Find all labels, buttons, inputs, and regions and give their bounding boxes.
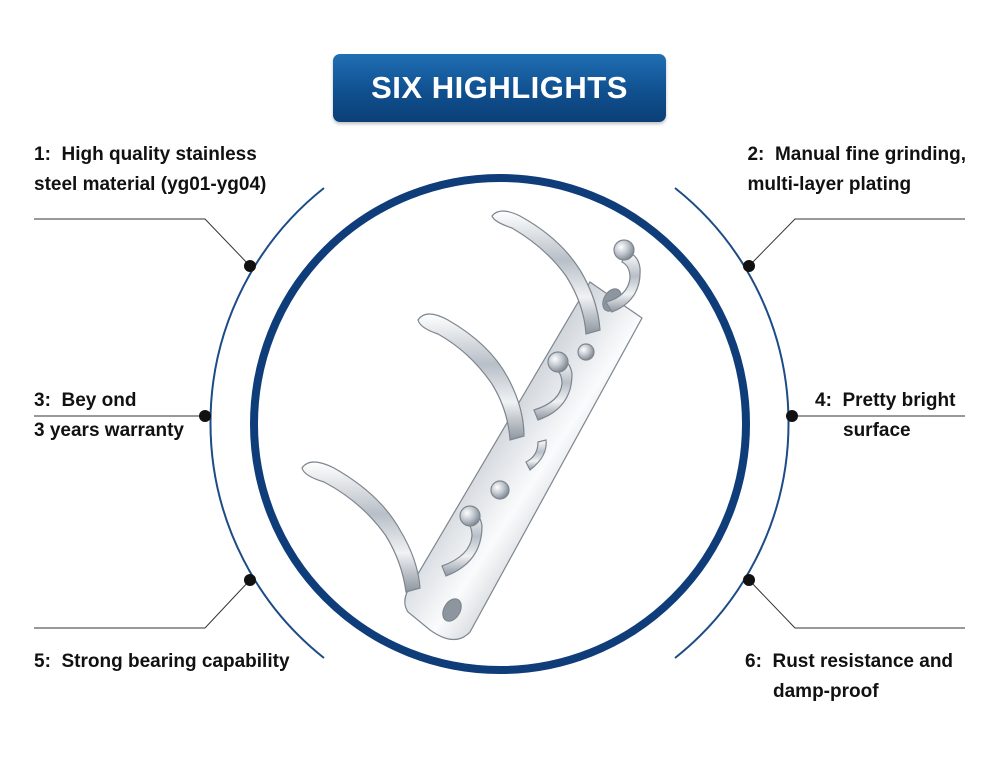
knob-middle	[547, 351, 569, 373]
knob-bottom	[459, 505, 481, 527]
highlight-2: 2: Manual fine grinding, multi-layer pla…	[747, 140, 966, 200]
outer-arcs	[209, 187, 790, 659]
highlight-1-number: 1:	[34, 144, 51, 165]
left-arc	[209, 187, 325, 659]
hook-accent	[525, 439, 547, 471]
highlight-5-line-1: Strong bearing capability	[61, 651, 290, 672]
highlight-5-number: 5:	[34, 651, 51, 672]
highlight-2-line-1: Manual fine grinding,	[774, 144, 966, 165]
highlight-4-line-2: surface	[843, 420, 911, 441]
leader-line-6	[748, 579, 965, 629]
highlight-6-number: 6:	[745, 651, 762, 672]
highlight-3-number: 3:	[34, 390, 51, 411]
leader-line-5	[34, 579, 251, 629]
knob-bottom-2	[490, 480, 510, 500]
hook-middle	[417, 313, 525, 441]
highlight-3: 3: Bey ond 3 years warranty	[34, 386, 184, 446]
dot-1	[244, 260, 256, 272]
hook-top	[491, 210, 601, 335]
leader-line-2	[748, 218, 965, 267]
hook-top-back	[605, 251, 641, 313]
knob-middle-2	[577, 343, 595, 361]
highlight-4: 4: Pretty bright surface	[815, 386, 955, 446]
connector-dots	[199, 260, 798, 586]
highlight-4-number: 4:	[815, 390, 832, 411]
leader-line-1	[34, 218, 251, 267]
coat-rack-product-image	[301, 210, 643, 641]
six-highlights-banner: SIX HIGHLIGHTS	[333, 54, 666, 122]
highlight-3-line-2: 3 years warranty	[34, 420, 184, 441]
highlight-6-line-1: Rust resistance and	[772, 651, 954, 672]
leader-lines	[34, 218, 965, 629]
main-ring	[250, 174, 750, 674]
dot-4	[786, 410, 798, 422]
highlight-3-line-1: Bey ond	[61, 390, 137, 411]
highlight-1-line-2: steel material (yg01-yg04)	[34, 174, 267, 195]
highlight-6: 6: Rust resistance and damp-proof	[745, 647, 953, 707]
dot-6	[743, 574, 755, 586]
highlight-1-line-1: High quality stainless	[61, 144, 257, 165]
highlight-4-line-1: Pretty bright	[842, 390, 956, 411]
dot-3	[199, 410, 211, 422]
highlight-2-number: 2:	[747, 144, 765, 165]
right-arc	[674, 187, 790, 659]
dot-5	[244, 574, 256, 586]
highlight-1: 1: High quality stainless steel material…	[34, 140, 266, 200]
hook-bottom	[301, 461, 421, 593]
highlight-6-line-2: damp-proof	[773, 681, 879, 702]
highlight-2-line-2: multi-layer plating	[747, 174, 912, 195]
mount-hole-bottom	[442, 598, 462, 622]
dot-2	[743, 260, 755, 272]
highlight-5: 5: Strong bearing capability	[34, 647, 290, 677]
banner-title: SIX HIGHLIGHTS	[371, 70, 628, 105]
knob-top	[613, 239, 635, 261]
